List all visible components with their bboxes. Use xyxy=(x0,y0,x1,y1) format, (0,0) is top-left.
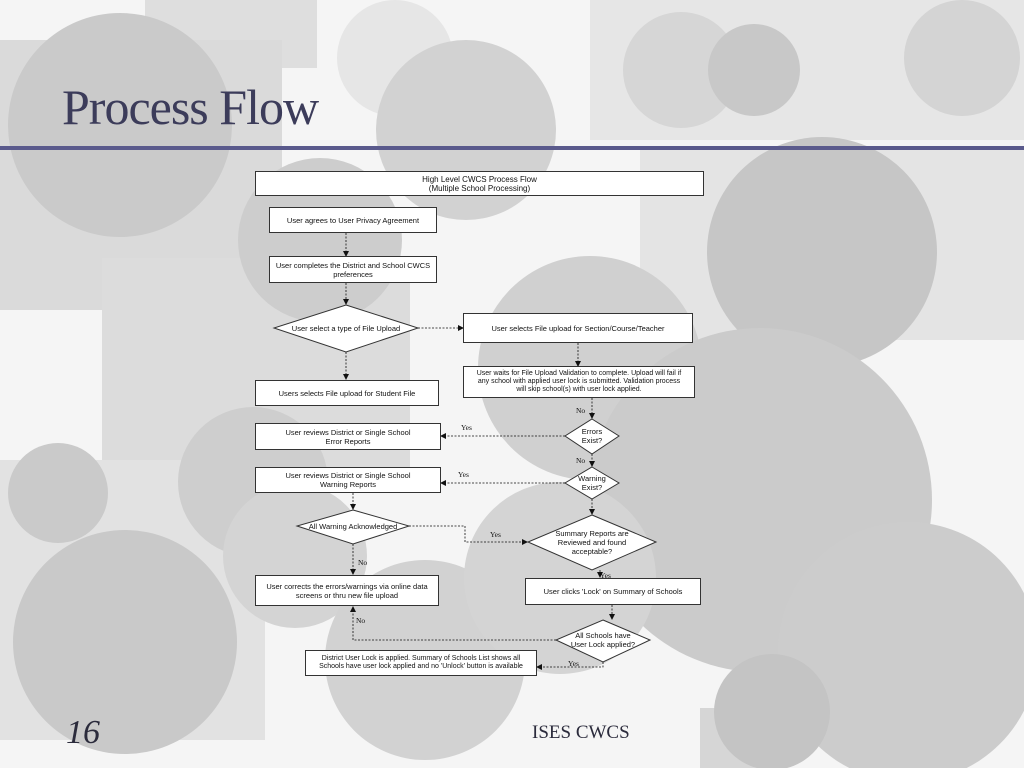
decision-all-locked: All Schools have User Lock applied? xyxy=(570,631,636,649)
label-yes-all-locked: Yes xyxy=(568,659,579,668)
diagram-header: High Level CWCS Process Flow (Multiple S… xyxy=(255,171,704,196)
decision-select-upload: User select a type of File Upload xyxy=(291,323,401,333)
label-no-errors: No xyxy=(576,456,586,465)
decision-summary-shape xyxy=(526,514,658,571)
label-yes-acknowledged: Yes xyxy=(490,530,501,539)
step-district-lock: District User Lock is applied. Summary o… xyxy=(305,650,537,676)
step-error-reports: User reviews District or Single School E… xyxy=(255,423,441,450)
label-yes-summary: Yes xyxy=(600,571,611,580)
step-wait-validation: User waits for File Upload Validation to… xyxy=(463,366,695,398)
title-divider xyxy=(0,146,1024,150)
step-section-upload: User selects File upload for Section/Cou… xyxy=(463,313,693,343)
decision-errors-exist: Errors Exist? xyxy=(581,427,603,445)
slide-number: 16 xyxy=(66,714,100,751)
footer-text: ISES CWCS xyxy=(532,722,630,743)
step-student-upload: Users selects File upload for Student Fi… xyxy=(255,380,439,406)
label-no-validation: No xyxy=(576,406,586,415)
label-yes-errors: Yes xyxy=(461,423,472,432)
page-title: Process Flow xyxy=(62,79,319,135)
step-click-lock: User clicks 'Lock' on Summary of Schools xyxy=(525,578,701,605)
label-yes-warning: Yes xyxy=(458,470,469,479)
step-preferences: User completes the District and School C… xyxy=(269,256,437,283)
decision-warning-exist: Warning Exist? xyxy=(578,474,606,492)
decision-summary-reviewed: Summary Reports are Reviewed and found a… xyxy=(555,528,629,556)
step-privacy-agreement: User agrees to User Privacy Agreement xyxy=(269,207,437,233)
label-no-all-locked: No xyxy=(356,616,366,625)
step-warning-reports: User reviews District or Single School W… xyxy=(255,467,441,493)
step-correct-errors: User corrects the errors/warnings via on… xyxy=(255,575,439,606)
decision-all-acknowledged: All Warning Acknowledged xyxy=(308,521,398,531)
label-no-acknowledged: No xyxy=(358,558,368,567)
